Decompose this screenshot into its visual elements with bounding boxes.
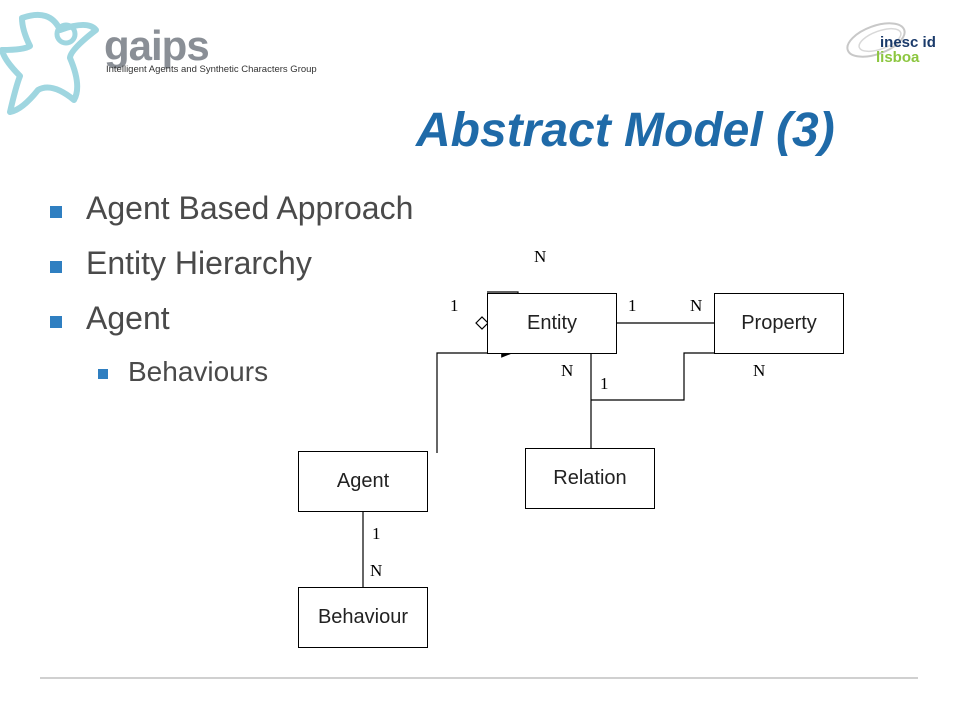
inesc-swirl-icon	[846, 22, 906, 58]
footer-divider	[40, 677, 918, 679]
square-bullet-icon	[98, 369, 108, 379]
bullet-item: Agent	[50, 300, 170, 337]
property-relation-link	[591, 352, 714, 401]
multiplicity-label: N	[561, 361, 574, 380]
multiplicity-label: 1	[372, 524, 381, 543]
multiplicity-label: 1	[450, 296, 459, 315]
property-label: Property	[741, 312, 817, 334]
bullet-item: Entity Hierarchy	[50, 245, 312, 282]
lisboa-wordmark: lisboa	[876, 49, 920, 66]
agent-label: Agent	[336, 470, 390, 492]
square-bullet-icon	[50, 206, 62, 218]
behaviour-label: Behaviour	[317, 606, 409, 628]
bullet-item: Agent Based Approach	[50, 190, 413, 227]
square-bullet-icon	[50, 316, 62, 328]
relation-box: Relation	[525, 448, 655, 509]
square-bullet-icon	[50, 261, 62, 273]
inesc-wordmark: inesc id	[880, 34, 936, 51]
behaviour-box: Behaviour	[298, 587, 428, 648]
gaips-logo	[0, 0, 330, 120]
bullet-text: Agent Based Approach	[86, 190, 414, 226]
relation-label: Relation	[553, 467, 627, 489]
property-box: Property	[714, 293, 844, 354]
entity-box: Entity	[487, 293, 617, 354]
bullet-text: Entity Hierarchy	[86, 245, 312, 281]
multiplicity-label: N	[534, 247, 547, 266]
gaips-subtitle: Intelligent Agents and Synthetic Charact…	[106, 64, 317, 75]
agent-entity-inheritance	[436, 348, 514, 453]
agent-box: Agent	[298, 451, 428, 512]
sub-bullet-item: Behaviours	[98, 356, 268, 388]
multiplicity-label: 1	[628, 296, 637, 315]
multiplicity-label: N	[370, 561, 383, 580]
multiplicity-label: 1	[600, 374, 609, 393]
inesc-logo	[840, 14, 950, 74]
entity-label: Entity	[526, 312, 578, 334]
gaips-wordmark: gaips	[104, 22, 210, 69]
gaips-star-figure-icon	[0, 12, 99, 115]
slide-title: Abstract Model (3)	[416, 104, 835, 157]
bullet-text: Behaviours	[128, 356, 269, 387]
multiplicity-label: N	[753, 361, 766, 380]
multiplicity-label: N	[690, 296, 703, 315]
bullet-text: Agent	[86, 300, 170, 336]
